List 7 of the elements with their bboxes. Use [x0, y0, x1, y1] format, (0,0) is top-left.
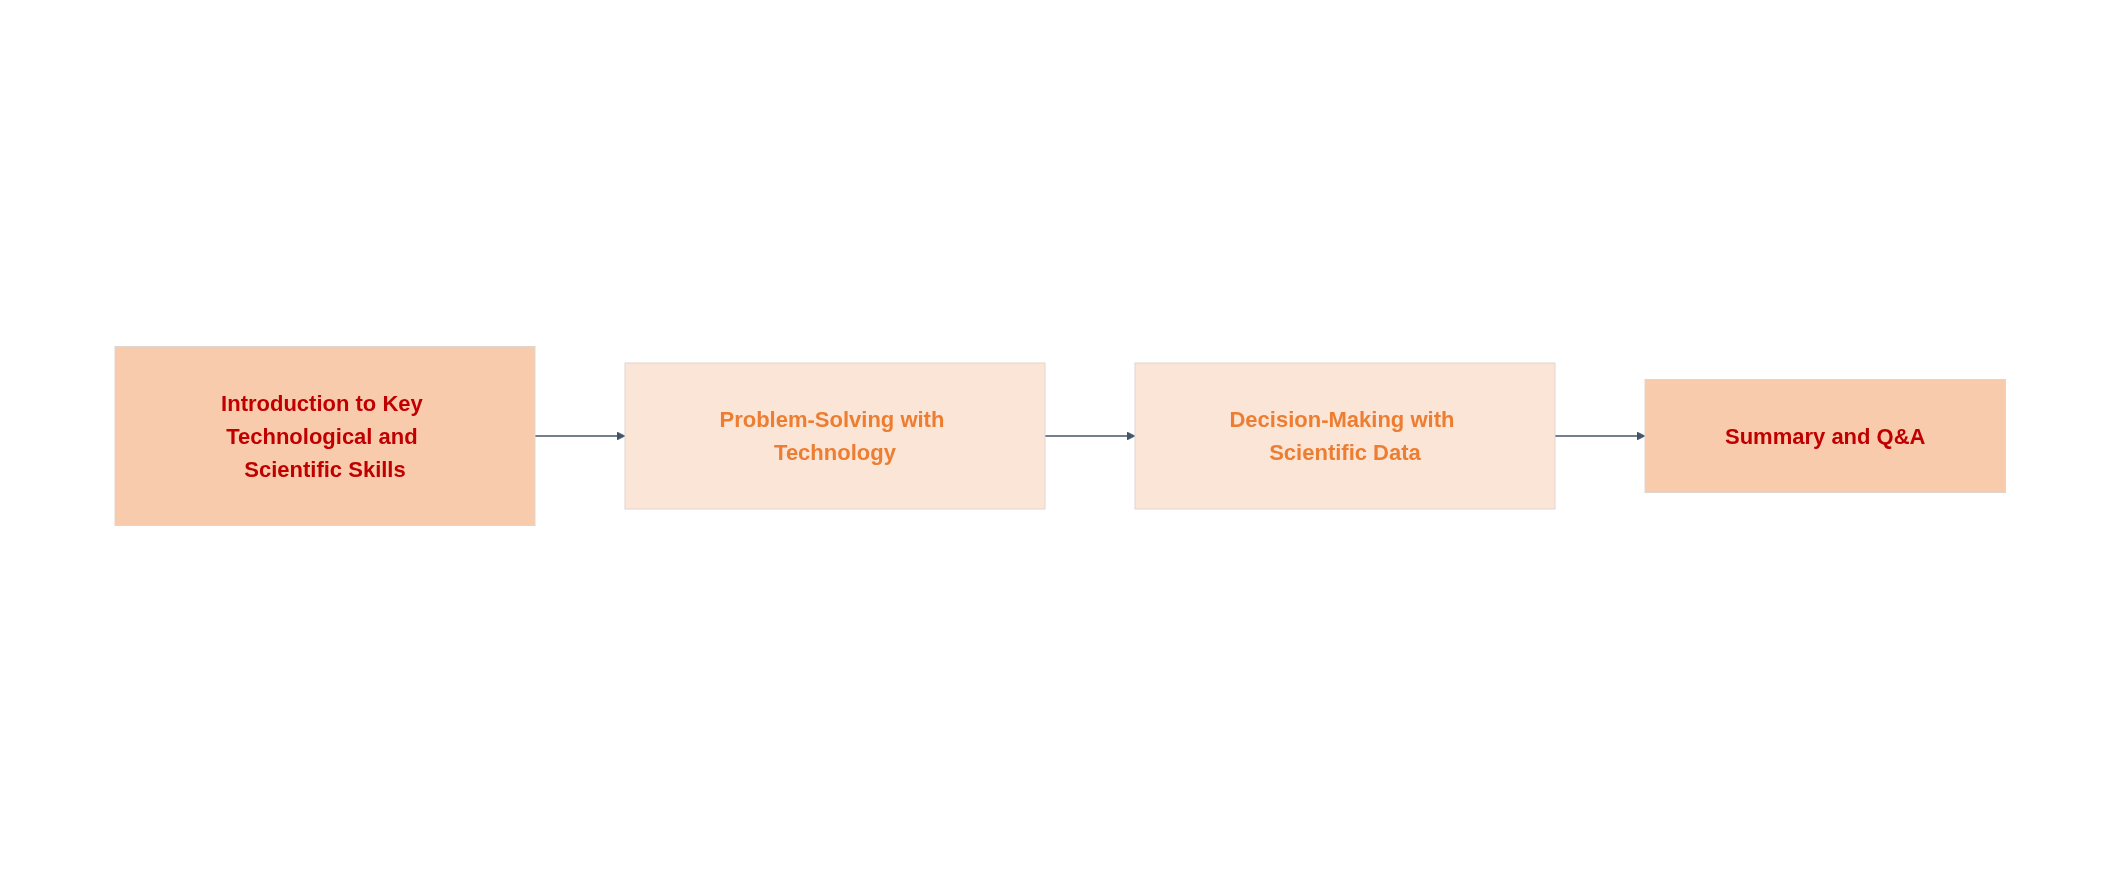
node-box: Summary and Q&A [1644, 379, 2007, 493]
arrow [1044, 431, 1136, 441]
node-box: Problem-Solving with Technology [624, 362, 1046, 510]
node-box: Decision-Making with Scientific Data [1134, 362, 1556, 510]
arrow [534, 431, 626, 441]
arrow [1554, 431, 1646, 441]
node-box: Introduction to Key Technological and Scientific Skills [114, 346, 536, 526]
